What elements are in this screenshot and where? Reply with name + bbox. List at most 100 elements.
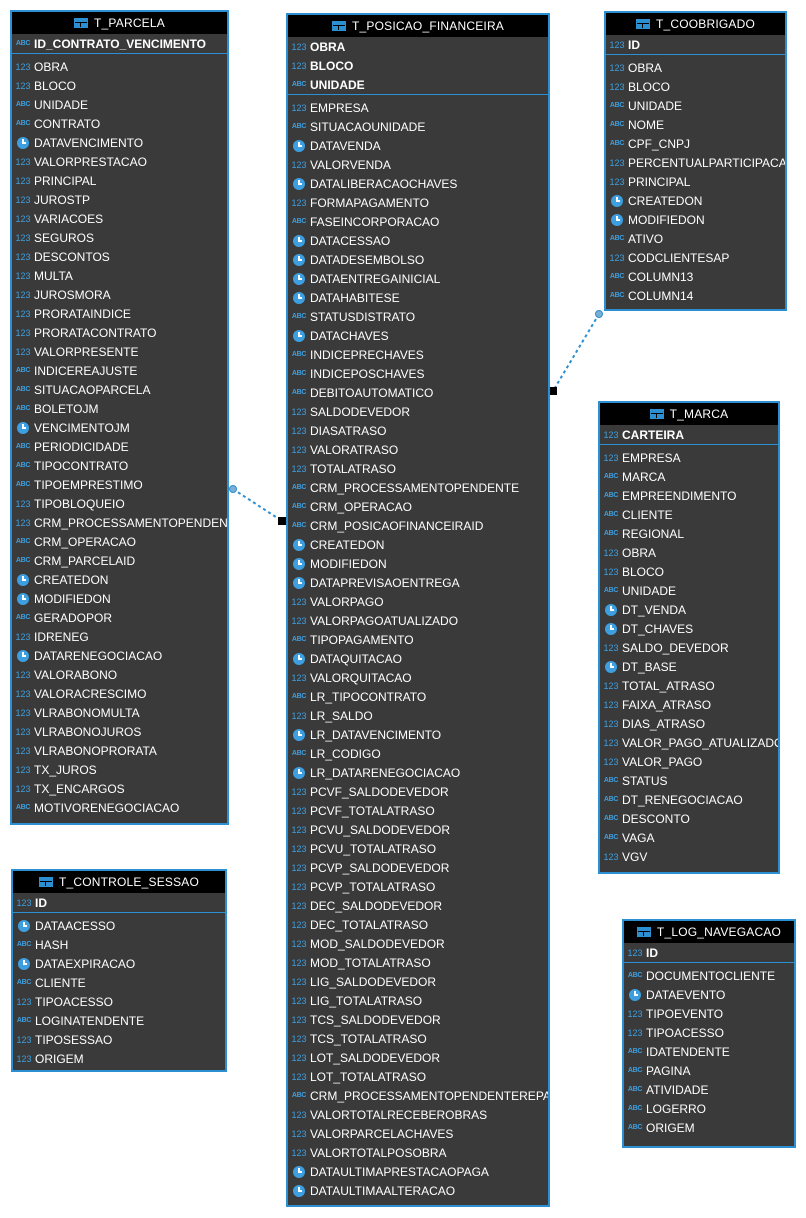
column-modifiedon[interactable]: MODIFIEDON — [606, 210, 785, 229]
column-dt-chaves[interactable]: DT_CHAVES — [600, 619, 778, 638]
column-dataultimaprestacaopaga[interactable]: DATAULTIMAPRESTACAOPAGA — [288, 1162, 548, 1181]
column-datavencimento[interactable]: DATAVENCIMENTO — [12, 133, 227, 152]
column-datahabitese[interactable]: DATAHABITESE — [288, 288, 548, 307]
column-createdon[interactable]: CREATEDON — [606, 191, 785, 210]
column-dataliberacaochaves[interactable]: DATALIBERACAOCHAVES — [288, 174, 548, 193]
entity-header[interactable]: T_CONTROLE_SESSAO — [13, 871, 225, 893]
column-datachaves[interactable]: DATACHAVES — [288, 326, 548, 345]
column-lr-datarenegociacao[interactable]: LR_DATARENEGOCIACAO — [288, 763, 548, 782]
entity-header[interactable]: T_COOBRIGADO — [606, 13, 785, 35]
column-dt-base[interactable]: DT_BASE — [600, 657, 778, 676]
column-modifiedon[interactable]: MODIFIEDON — [12, 589, 227, 608]
column-dataultimaalteracao[interactable]: DATAULTIMAALTERACAO — [288, 1181, 548, 1200]
column-modifiedon[interactable]: MODIFIEDON — [288, 554, 548, 573]
entity-header[interactable]: T_POSICAO_FINANCEIRA — [288, 15, 548, 37]
